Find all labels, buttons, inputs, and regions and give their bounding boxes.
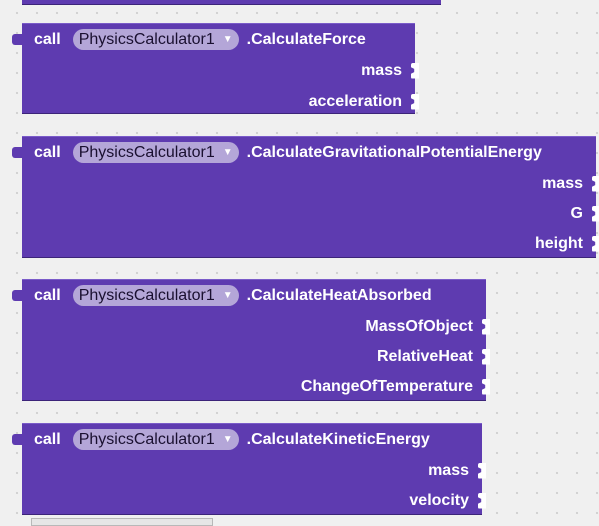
param-row: mass: [428, 455, 486, 486]
param-label: mass: [361, 61, 402, 79]
dropdown-arrow-icon: ▼: [222, 147, 233, 158]
component-dropdown[interactable]: PhysicsCalculator1 ▼: [72, 29, 239, 50]
method-name: .CalculateKineticEnergy: [246, 430, 430, 448]
call-keyword: call: [34, 430, 61, 448]
param-row: G: [570, 198, 599, 229]
horizontal-scrollbar[interactable]: [31, 518, 213, 526]
component-name: PhysicsCalculator1: [78, 430, 215, 448]
method-name: .CalculateHeatAbsorbed: [246, 286, 432, 304]
block-header: call PhysicsCalculator1 ▼ .CalculateKine…: [22, 424, 430, 455]
input-socket-icon[interactable]: [478, 462, 486, 479]
block-calculate-kinetic-energy[interactable]: call PhysicsCalculator1 ▼ .CalculateKine…: [12, 423, 486, 516]
dropdown-arrow-icon: ▼: [222, 34, 233, 45]
param-label: acceleration: [308, 92, 402, 110]
input-socket-icon[interactable]: [482, 348, 490, 365]
param-row: acceleration: [308, 86, 419, 117]
partial-block-top[interactable]: [22, 0, 441, 5]
param-label: mass: [542, 174, 583, 192]
input-socket-icon[interactable]: [411, 62, 419, 79]
param-label: velocity: [409, 491, 469, 509]
block-calculate-gravitational-potential-energy[interactable]: call PhysicsCalculator1 ▼ .CalculateGrav…: [12, 136, 599, 259]
dropdown-arrow-icon: ▼: [222, 434, 233, 445]
param-row: mass: [542, 168, 599, 199]
param-label: mass: [428, 461, 469, 479]
param-label: G: [570, 204, 583, 222]
input-socket-icon[interactable]: [592, 175, 599, 192]
component-dropdown[interactable]: PhysicsCalculator1 ▼: [72, 285, 239, 306]
param-label: MassOfObject: [365, 317, 473, 335]
component-name: PhysicsCalculator1: [78, 30, 215, 48]
param-row: mass: [361, 55, 419, 86]
component-dropdown[interactable]: PhysicsCalculator1 ▼: [72, 429, 239, 450]
block-connector-tab: [12, 147, 22, 158]
param-row: velocity: [409, 485, 486, 516]
method-name: .CalculateGravitationalPotentialEnergy: [246, 143, 542, 161]
block-calculate-heat-absorbed[interactable]: call PhysicsCalculator1 ▼ .CalculateHeat…: [12, 279, 490, 402]
input-socket-icon[interactable]: [482, 378, 490, 395]
block-header: call PhysicsCalculator1 ▼ .CalculateHeat…: [22, 280, 432, 311]
block-connector-tab: [12, 434, 22, 445]
param-label: height: [535, 234, 583, 252]
call-keyword: call: [34, 30, 61, 48]
input-socket-icon[interactable]: [592, 235, 599, 252]
call-keyword: call: [34, 143, 61, 161]
param-label: ChangeOfTemperature: [300, 377, 473, 395]
input-socket-icon[interactable]: [592, 205, 599, 222]
param-row: ChangeOfTemperature: [300, 371, 490, 402]
input-socket-icon[interactable]: [482, 318, 490, 335]
param-label: RelativeHeat: [376, 347, 473, 365]
input-socket-icon[interactable]: [411, 93, 419, 110]
component-dropdown[interactable]: PhysicsCalculator1 ▼: [72, 142, 239, 163]
method-name: .CalculateForce: [246, 30, 366, 48]
component-name: PhysicsCalculator1: [78, 143, 215, 161]
param-row: MassOfObject: [365, 311, 490, 342]
param-row: height: [535, 228, 599, 259]
param-row: RelativeHeat: [376, 341, 490, 372]
dropdown-arrow-icon: ▼: [222, 290, 233, 301]
block-calculate-force[interactable]: call PhysicsCalculator1 ▼ .CalculateForc…: [12, 23, 419, 117]
block-connector-tab: [12, 34, 22, 45]
input-socket-icon[interactable]: [478, 492, 486, 509]
block-header: call PhysicsCalculator1 ▼ .CalculateGrav…: [22, 137, 542, 168]
call-keyword: call: [34, 286, 61, 304]
block-header: call PhysicsCalculator1 ▼ .CalculateForc…: [22, 24, 366, 55]
block-connector-tab: [12, 290, 22, 301]
component-name: PhysicsCalculator1: [78, 286, 215, 304]
